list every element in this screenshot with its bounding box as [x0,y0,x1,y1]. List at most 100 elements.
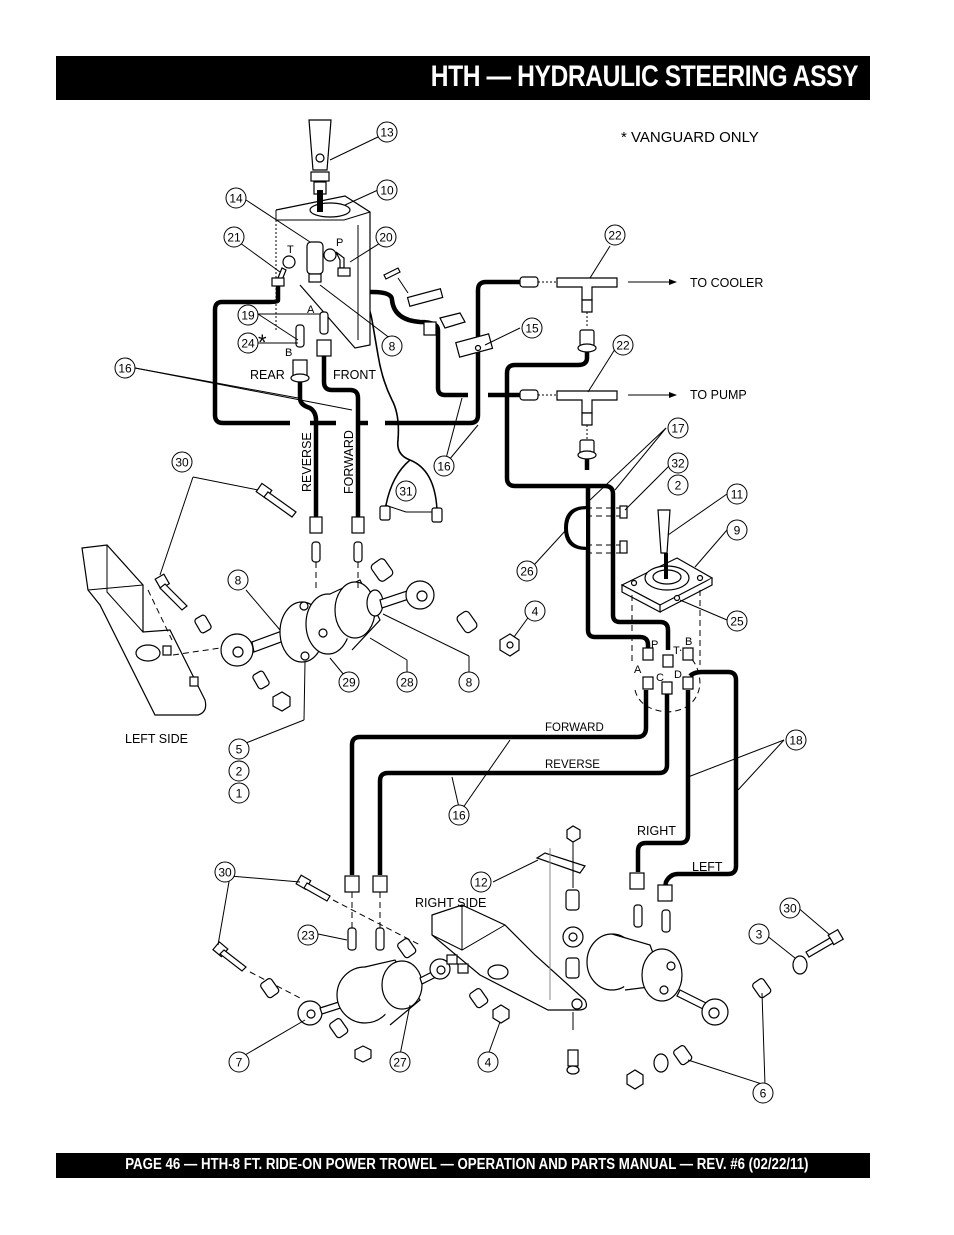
tee-fittings [519,276,677,460]
callout-32: 32 [667,452,689,474]
callout-4: 4 [477,1051,499,1073]
forward-vertical-label: FORWARD [342,430,356,494]
hose-loop-dash3 [385,279,522,426]
callout-circle [297,924,319,946]
hose-right [635,690,691,872]
callout-22: 22 [604,224,626,246]
callout-2: 2 [667,474,689,496]
left-label: LEFT [692,860,723,874]
callout-circle [375,226,397,248]
callout-number: 7 [236,1056,243,1070]
callout-number: 2 [236,765,243,779]
callout-number: 31 [399,485,413,499]
right-label: RIGHT [637,824,676,838]
port-a-label: A [307,304,315,316]
callout-14: 14 [225,187,247,209]
valve-port-d: D [674,669,682,681]
callout-circle [228,782,250,804]
callout-circle [228,760,250,782]
callout-number: 15 [525,322,539,336]
callout-15: 15 [521,317,543,339]
joystick-valve [620,509,714,713]
callout-number: 9 [734,524,741,538]
callout-30: 30 [171,451,193,473]
callout-number: 11 [731,488,744,502]
callout-circle [752,1082,774,1104]
callout-number: 18 [789,734,803,748]
callout-circle [667,474,689,496]
leader-lines [134,135,831,1086]
port-b-label: B [285,347,292,359]
callout-12: 12 [470,871,492,893]
callout-circle [779,897,801,919]
callout-circle [225,187,247,209]
callout-26: 26 [516,560,538,582]
vanguard-note: * VANGUARD ONLY [621,129,759,146]
callout-number: 4 [532,605,539,619]
callout-16: 16 [114,357,136,379]
callout-circle [470,871,492,893]
loop-and-brackets [563,505,628,554]
callout-circle [376,179,398,201]
callout-25: 25 [726,610,748,632]
callout-circle [612,334,634,356]
callout-circle [228,1051,250,1073]
hose-left [662,669,739,889]
left-cylinder-assy [81,482,520,716]
callout-circle [524,600,546,622]
callout-number: 13 [380,126,394,140]
left-side-label: LEFT SIDE [125,732,188,746]
callout-circle [214,861,236,883]
callout-number: 20 [379,231,393,245]
callout-8: 8 [381,335,403,357]
forward-label: FORWARD [545,722,604,734]
text-labels: * VANGUARD ONLY * TO COOLER TO PUMP REAR… [125,129,763,910]
callout-number: 16 [118,362,132,376]
callout-circle [381,335,403,357]
callout-3: 3 [748,923,770,945]
callout-7: 7 [228,1051,250,1073]
callout-6: 6 [752,1082,774,1104]
callout-circle [376,121,398,143]
callout-circle [433,455,455,477]
callout-27: 27 [389,1051,411,1073]
callout-number: 16 [452,809,466,823]
callout-circle [477,1051,499,1073]
callout-number: 17 [671,422,685,436]
hose-front [321,355,361,520]
port-t-label: T [287,244,294,256]
valve-port-p: P [651,639,658,651]
callout-circle [237,332,259,354]
callout-circle [171,451,193,473]
callout-21: 21 [223,226,245,248]
to-pump-label: TO PUMP [690,388,747,402]
callout-circle [448,804,470,826]
callout-number: 30 [783,902,797,916]
callout-circle [604,224,626,246]
callout-circle [237,304,259,326]
callout-circle [726,483,748,505]
callout-number: 25 [730,615,744,629]
hose-17b [585,488,651,652]
callout-number: 6 [760,1087,767,1101]
asterisk-note: * [258,330,267,355]
callout-circle [726,610,748,632]
callout-circle [521,317,543,339]
callout-circle [667,452,689,474]
callout-number: 29 [342,676,356,690]
callout-circle [785,729,807,751]
callout-5: 5 [228,738,250,760]
valve-port-c: C [656,672,664,684]
callout-18: 18 [785,729,807,751]
callout-8: 8 [227,569,249,591]
callout-number: 1 [236,787,243,801]
page-footer: PAGE 46 — HTH-8 FT. RIDE-ON POWER TROWEL… [125,1156,809,1173]
callout-number: 22 [616,339,630,353]
callout-number: 28 [400,676,414,690]
callout-1: 1 [228,782,250,804]
front-rear-valve [271,119,371,383]
callout-28: 28 [396,671,418,693]
callout-circle [338,671,360,693]
hose-clamps [383,267,494,358]
